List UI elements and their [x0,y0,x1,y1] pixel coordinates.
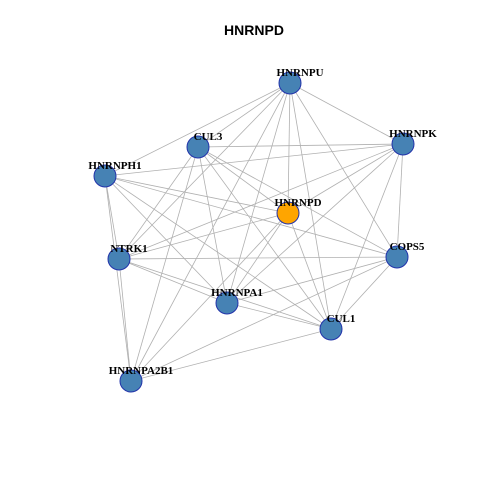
edge-ntrk1-hnrnpa2b1 [118,258,132,382]
node-hnrnpa1[interactable] [215,291,239,315]
node-cul1[interactable] [319,317,343,341]
node-cops5[interactable] [385,245,409,269]
diagram-title: HNRNPD [224,22,284,38]
node-ntrk1[interactable] [107,247,131,271]
edge-ntrk1-cops5 [118,256,398,260]
edge-hnrnpu-hnrnpk [289,82,404,145]
edge-hnrnph1-ntrk1 [104,175,120,260]
edge-hnrnpk-hnrnpd [287,143,404,214]
edge-cops5-hnrnpa1 [226,256,398,304]
node-hnrnph1[interactable] [93,164,117,188]
edge-cul3-cops5 [197,146,398,258]
edge-cul3-hnrnpa2b1 [130,146,199,382]
edge-cul3-ntrk1 [118,146,199,260]
edge-hnrnpu-cul3 [197,82,291,148]
edge-cul3-hnrnpd [197,146,289,214]
edge-hnrnpd-ntrk1 [118,212,289,260]
edge-hnrnpu-hnrnpa2b1 [130,82,291,382]
edge-hnrnpa1-cul1 [226,302,332,330]
edges-layer [104,82,404,382]
edge-hnrnph1-hnrnpa2b1 [104,175,132,382]
edge-hnrnpu-hnrnph1 [104,82,291,177]
edge-hnrnpu-cops5 [289,82,398,258]
node-label-hnrnpa1: HNRNPA1 [211,287,263,299]
edge-hnrnpu-hnrnpd [287,82,291,214]
edge-hnrnph1-cops5 [104,175,398,258]
node-label-cul3: CUL3 [194,131,223,143]
edge-hnrnpu-hnrnpa1 [226,82,291,304]
edge-hnrnpu-cul1 [289,82,332,330]
edge-cops5-hnrnpa2b1 [130,256,398,382]
node-label-cul1: CUL1 [327,313,356,325]
edge-hnrnpk-hnrnpa1 [226,143,404,304]
edge-hnrnpd-cul1 [287,212,332,330]
edge-hnrnpd-hnrnpa2b1 [130,212,289,382]
edge-cul3-hnrnpa1 [197,146,228,304]
edge-cul1-hnrnpa2b1 [130,328,332,382]
node-hnrnpd[interactable] [276,201,300,225]
edge-cul3-hnrnpk [197,143,404,148]
node-label-hnrnpa2b1: HNRNPA2B1 [109,365,174,377]
node-label-hnrnpu: HNRNPU [276,67,323,79]
node-label-ntrk1: NTRK1 [110,243,147,255]
edge-hnrnpk-cul1 [330,143,404,330]
node-label-cops5: COPS5 [390,241,425,253]
edge-hnrnph1-hnrnpd [104,175,289,214]
edge-hnrnpu-ntrk1 [118,82,291,260]
node-label-hnrnph1: HNRNPH1 [88,160,141,172]
edge-hnrnph1-hnrnpa1 [104,175,228,304]
node-hnrnpu[interactable] [278,71,302,95]
node-label-hnrnpk: HNRNPK [389,128,437,140]
node-hnrnpa2b1[interactable] [119,369,143,393]
node-label-hnrnpd: HNRNPD [274,197,321,209]
node-cul3[interactable] [186,135,210,159]
edge-cops5-cul1 [330,256,398,330]
edge-hnrnph1-cul1 [104,175,332,330]
nodes-layer [93,71,415,393]
node-hnrnpk[interactable] [391,132,415,156]
edge-hnrnpk-hnrnph1 [104,143,404,177]
edge-ntrk1-hnrnpa1 [118,258,228,304]
edge-hnrnpk-cops5 [396,143,404,258]
